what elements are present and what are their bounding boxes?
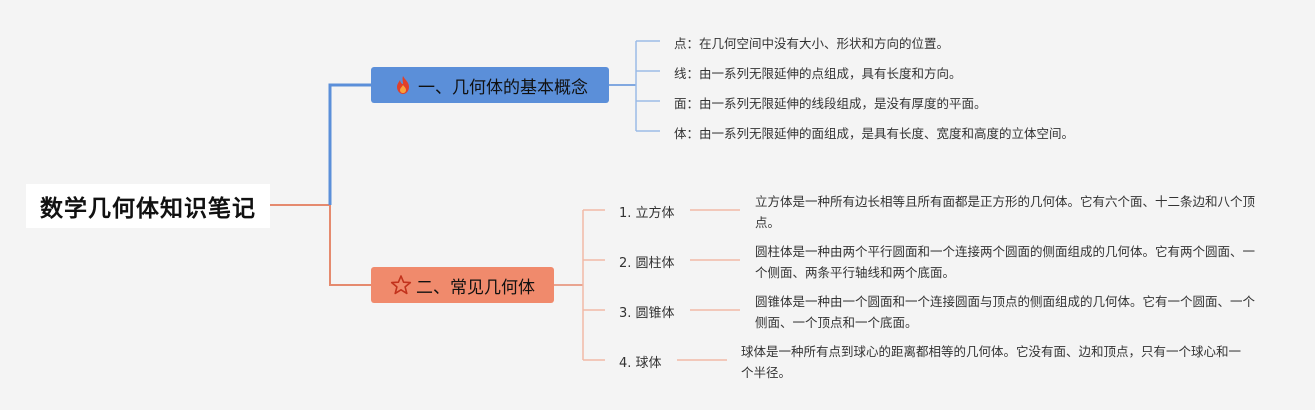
cylinder-description[interactable]: 圆柱体是一种由两个平行圆面和一个连接两个圆面的侧面组成的几何体。它有两个圆面、一… [755,244,1256,280]
branch-basic-concepts[interactable]: 一、几何体的基本概念 [371,67,609,103]
solid-cone[interactable]: 3. 圆锥体 [619,306,675,321]
solid-cube[interactable]: 1. 立方体 [619,206,675,221]
branch-common-solids[interactable]: 二、常见几何体 [371,267,554,303]
solid-cylinder[interactable]: 2. 圆柱体 [619,256,675,271]
concept-line[interactable]: 线：由一系列无限延伸的点组成，具有长度和方向。 [674,66,962,81]
concept-plane[interactable]: 面：由一系列无限延伸的线段组成，是没有厚度的平面。 [674,96,987,111]
trunk-to-branch1 [328,83,371,205]
root-title: 数学几何体知识笔记 [40,196,256,222]
branch-label: 一、几何体的基本概念 [418,77,588,98]
trunk-to-branch2 [329,205,371,286]
solid-sphere[interactable]: 4. 球体 [619,356,662,371]
root-topic[interactable]: 数学几何体知识笔记 [26,184,270,228]
cone-description[interactable]: 圆锥体是一种由一个圆面和一个连接圆面与顶点的侧面组成的几何体。它有一个圆面、一个… [755,294,1256,330]
concept-point[interactable]: 点：在几何空间中没有大小、形状和方向的位置。 [674,36,950,51]
sphere-description[interactable]: 球体是一种所有点到球心的距离都相等的几何体。它没有面、边和顶点，只有一个球心和一… [741,344,1242,380]
concept-solid[interactable]: 体：由一系列无限延伸的面组成，是具有长度、宽度和高度的立体空间。 [674,126,1075,141]
flame-icon [392,74,414,96]
branch-label: 二、常见几何体 [416,277,535,298]
cube-description[interactable]: 立方体是一种所有边长相等且所有面都是正方形的几何体。它有六个面、十二条边和八个顶… [755,194,1256,230]
star-icon [390,274,412,296]
